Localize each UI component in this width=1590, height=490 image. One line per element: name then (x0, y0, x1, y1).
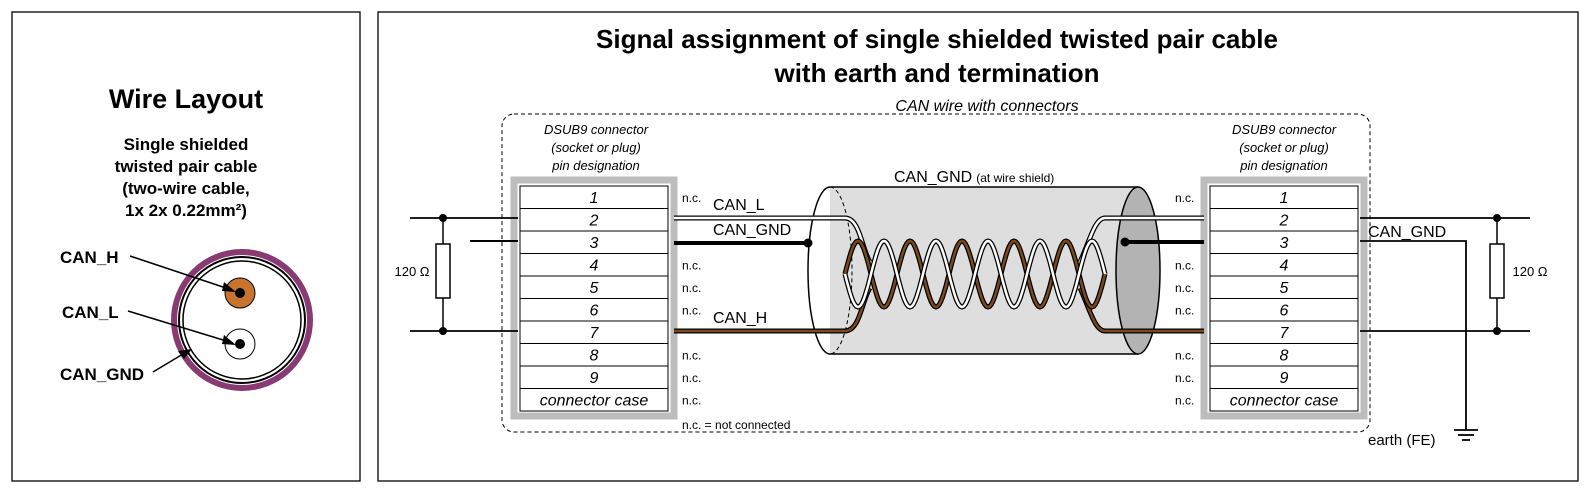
right-can-gnd-node (1120, 237, 1130, 247)
signal-label-can-l: CAN_L (713, 197, 765, 214)
nc-right-4: n.c. (1175, 259, 1194, 273)
cable-inner-ring (182, 260, 302, 380)
right-can-gnd-label: CAN_GND (1368, 224, 1446, 241)
nc-left-9: n.c. (682, 371, 701, 385)
right-pin-label-6: 6 (1280, 303, 1289, 320)
nc-left-4: n.c. (682, 259, 701, 273)
nc-legend: n.c. = not connected (682, 418, 790, 432)
nc-right-10: n.c. (1175, 394, 1194, 408)
cable-sheath (171, 249, 313, 391)
label-can-h: CAN_H (60, 248, 119, 267)
signal-title-line-2: with earth and termination (773, 58, 1099, 88)
nc-labels-right: n.c. n.c. n.c. n.c. n.c. n.c. n.c. (1175, 191, 1194, 408)
twist-can-l-core (843, 239, 1107, 309)
right-pin-row-10 (1209, 388, 1359, 412)
left-pin-label-4: 4 (590, 258, 599, 275)
left-connector-caption-2: (socket or plug) (551, 140, 641, 155)
nc-left-8: n.c. (682, 349, 701, 363)
left-connector-caption-1: DSUB9 connector (544, 122, 649, 137)
pointer-can-h (129, 255, 233, 291)
left-pin-label-1: 1 (590, 190, 599, 207)
pointer-can-l (127, 310, 234, 344)
wire-layout-subtitle-1: Single shielded (124, 135, 249, 154)
nc-right-1: n.c. (1175, 191, 1194, 205)
nc-left-5: n.c. (682, 281, 701, 295)
cable-cross-section (171, 249, 313, 391)
shield-left-end-hidden (829, 186, 853, 355)
left-pin-label-5: 5 (590, 280, 599, 297)
left-pin-row-10 (519, 388, 669, 412)
right-node-bottom (1493, 327, 1501, 335)
left-pin-label-8: 8 (590, 348, 599, 365)
left-connector-caption-3: pin designation (551, 158, 639, 173)
can-h-conductor (235, 288, 245, 298)
left-pin-label-2: 2 (589, 213, 599, 230)
nc-labels-left: n.c. n.c. n.c. n.c. n.c. n.c. n.c. (682, 191, 701, 408)
can-wire-caption: CAN wire with connectors (895, 98, 1078, 115)
right-pin-label-9: 9 (1280, 370, 1289, 387)
can-wire-enclosure (501, 113, 1371, 433)
left-pin-label-7: 7 (590, 325, 600, 342)
right-connector-caption-3: pin designation (1239, 158, 1327, 173)
wire-layout-subtitle-3: (two-wire cable, (122, 179, 250, 198)
right-pin-label-3: 3 (1280, 235, 1289, 252)
pointer-can-l-arrow (222, 335, 236, 345)
right-node-top (1493, 214, 1501, 222)
right-pin-label-4: 4 (1280, 258, 1289, 275)
right-connector: 1 2 3 4 5 6 7 8 9 connector case (1200, 176, 1368, 420)
signal-label-can-h: CAN_H (713, 310, 767, 327)
earth-label: earth (FE) (1368, 432, 1436, 449)
label-can-l: CAN_L (62, 303, 119, 322)
pointer-can-h-arrow (222, 282, 236, 292)
right-pin-label-8: 8 (1280, 348, 1289, 365)
wire-layout-subtitle-2: twisted pair cable (115, 157, 258, 176)
right-resistor-value: 120 Ω (1512, 264, 1547, 279)
cable-shield-ring (178, 256, 306, 384)
nc-left-6: n.c. (682, 304, 701, 318)
signal-label-can-gnd: CAN_GND (713, 222, 791, 239)
shield-label: CAN_GND (at wire shield) (894, 169, 1054, 186)
right-pin-label-5: 5 (1280, 280, 1289, 297)
right-pin-label-1: 1 (1280, 190, 1289, 207)
right-connector-caption-1: DSUB9 connector (1232, 122, 1337, 137)
pointer-can-gnd-arrow (178, 349, 192, 359)
nc-right-8: n.c. (1175, 349, 1194, 363)
left-pin-label-6: 6 (590, 303, 599, 320)
nc-left-10: n.c. (682, 394, 701, 408)
left-pin-label-3: 3 (590, 235, 599, 252)
cable-shield (807, 186, 1161, 355)
right-pin-label-10: connector case (1230, 393, 1339, 410)
left-pin-label-10: connector case (540, 393, 649, 410)
wire-layout-panel (11, 11, 361, 482)
right-pin-label-7: 7 (1280, 325, 1290, 342)
right-resistor (1489, 243, 1505, 299)
right-pin-label-2: 2 (1279, 213, 1289, 230)
nc-left-1: n.c. (682, 191, 701, 205)
wire-layout-title: Wire Layout (109, 84, 263, 114)
left-connector: 1 2 3 4 5 6 7 8 9 connector case (510, 176, 678, 420)
left-resistor-value: 120 Ω (394, 264, 429, 279)
right-connector-caption-2: (socket or plug) (1239, 140, 1329, 155)
shield-label-note: (at wire shield) (976, 171, 1054, 185)
shield-right-end (1115, 186, 1161, 355)
twisted-pair (842, 215, 1108, 334)
earth-symbol (1454, 429, 1478, 441)
left-can-gnd-node (803, 238, 813, 248)
left-resistor (435, 243, 451, 299)
wire-layout-subtitle-4: 1x 2x 0.22mm²) (125, 201, 247, 220)
right-can-gnd-to-earth (1360, 240, 1467, 430)
shield-body (830, 187, 1138, 354)
label-can-gnd: CAN_GND (60, 365, 144, 384)
left-node-top (439, 214, 447, 222)
shield-label-main: CAN_GND (894, 169, 972, 186)
can-l-conductor (235, 339, 245, 349)
signal-title-line-1: Signal assignment of single shielded twi… (596, 24, 1278, 54)
nc-right-5: n.c. (1175, 281, 1194, 295)
nc-right-9: n.c. (1175, 371, 1194, 385)
shield-left-end (807, 186, 831, 355)
left-node-bottom (439, 327, 447, 335)
left-pin-label-9: 9 (590, 370, 599, 387)
nc-right-6: n.c. (1175, 304, 1194, 318)
